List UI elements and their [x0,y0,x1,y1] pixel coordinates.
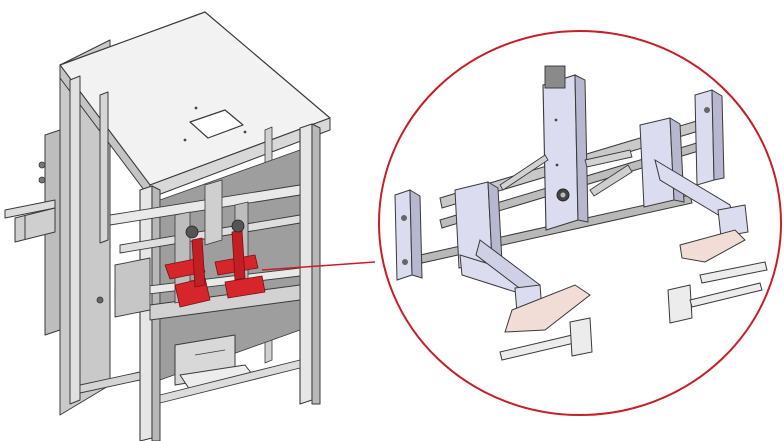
left-end-block [394,189,423,281]
base-platform [174,334,256,391]
detail-callout [378,30,782,416]
top-hatch [189,109,244,139]
right-end-block [694,89,725,186]
side-rail [4,199,56,243]
right-gripper-pad [679,229,746,263]
machine-overview [4,11,376,441]
inner-rails [109,179,301,321]
lower-frame [79,359,301,404]
left-gripper-arm [454,181,593,361]
right-gripper-arm [639,117,768,324]
callout-leader-line [261,261,376,271]
pneumatic-rods [499,149,633,197]
highlighted-gripper [164,219,266,308]
actuator-column [542,65,589,231]
left-gripper-pad [504,284,591,333]
